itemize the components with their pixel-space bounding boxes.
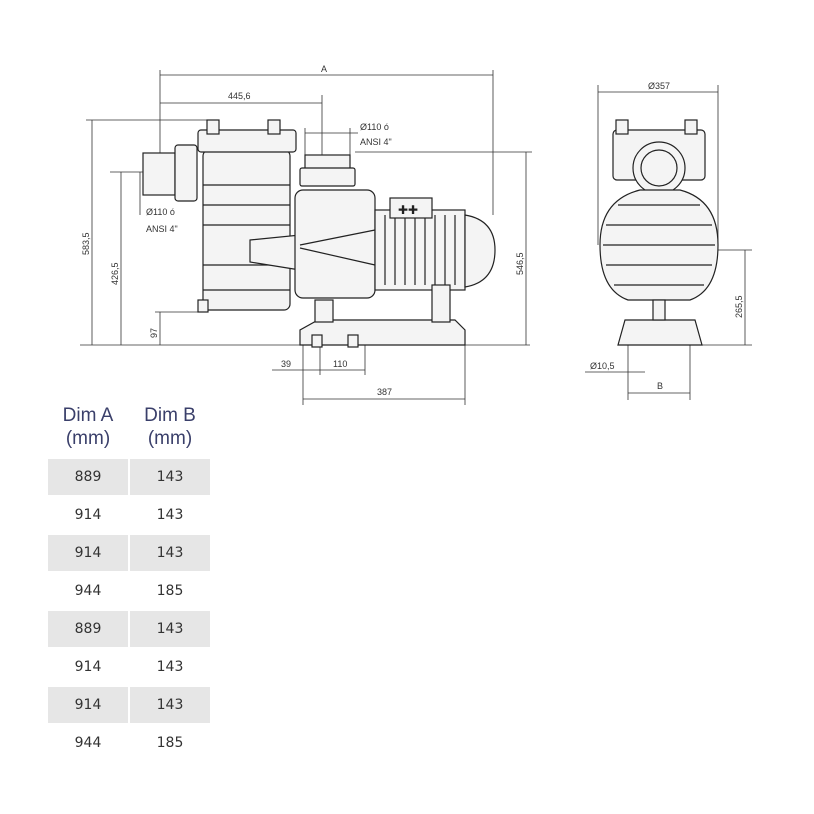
cell-dim-b: 143 xyxy=(130,459,210,495)
dim-hole-label: Ø10,5 xyxy=(590,361,615,371)
cell-dim-a: 914 xyxy=(74,507,102,523)
dim-445-label: 445,6 xyxy=(228,91,251,101)
side-view: A 445,6 Ø110 ó ANSI 4" Ø110 ó ANSI 4" 58… xyxy=(80,64,532,405)
top-port-diameter: Ø110 ó xyxy=(360,122,389,132)
dim-583-label: 583,5 xyxy=(81,232,91,255)
pump-dimension-drawing: A 445,6 Ø110 ó ANSI 4" Ø110 ó ANSI 4" 58… xyxy=(80,64,752,405)
cell-dim-a: 944 xyxy=(74,735,102,751)
table-row: 914 143 xyxy=(48,686,212,724)
cell-dim-a: 889 xyxy=(48,459,128,495)
cell-dim-a: 914 xyxy=(74,659,102,675)
dim-39-label: 39 xyxy=(281,359,291,369)
table-row: 944 185 xyxy=(48,724,212,762)
end-view: Ø357 265,5 Ø10,5 B xyxy=(585,81,752,400)
table-row: 889 143 xyxy=(48,458,212,496)
cell-dim-b: 143 xyxy=(156,659,184,675)
cell-dim-b: 185 xyxy=(156,735,184,751)
dim-97-label: 97 xyxy=(149,328,159,338)
cell-dim-a: 889 xyxy=(48,611,128,647)
header-dim-a: Dim A (mm) xyxy=(62,405,114,449)
dim-110-label: 110 xyxy=(333,359,347,369)
table-row: 944 185 xyxy=(48,572,212,610)
dim-546-label: 546,5 xyxy=(515,252,525,275)
terminal-box-icon: ✚✚ xyxy=(398,203,418,217)
cell-dim-b: 143 xyxy=(130,687,210,723)
table-row: 914 143 xyxy=(48,496,212,534)
cell-dim-b: 143 xyxy=(130,611,210,647)
header-dim-b: Dim B (mm) xyxy=(144,405,196,449)
table-body: 889 143 914 143 914 143 944 185 889 143 … xyxy=(48,458,212,762)
cell-dim-b: 143 xyxy=(130,535,210,571)
dim-265-label: 265,5 xyxy=(734,295,744,318)
top-port-ansi: ANSI 4" xyxy=(360,137,392,147)
table-header: Dim A (mm) Dim B (mm) xyxy=(48,404,212,450)
dimension-table: Dim A (mm) Dim B (mm) 889 143 914 143 91… xyxy=(48,404,212,762)
dim-b-label: B xyxy=(657,381,663,391)
dim-426-label: 426,5 xyxy=(110,262,120,285)
cell-dim-a: 944 xyxy=(74,583,102,599)
dim-357-label: Ø357 xyxy=(648,81,670,91)
cell-dim-a: 914 xyxy=(48,535,128,571)
cell-dim-a: 914 xyxy=(48,687,128,723)
cell-dim-b: 185 xyxy=(156,583,184,599)
side-port-ansi: ANSI 4" xyxy=(146,224,178,234)
table-row: 889 143 xyxy=(48,610,212,648)
side-port-diameter: Ø110 ó xyxy=(146,207,175,217)
table-row: 914 143 xyxy=(48,648,212,686)
cell-dim-b: 143 xyxy=(156,507,184,523)
table-row: 914 143 xyxy=(48,534,212,572)
dim-a-label: A xyxy=(321,64,327,74)
dim-387-label: 387 xyxy=(377,387,392,397)
